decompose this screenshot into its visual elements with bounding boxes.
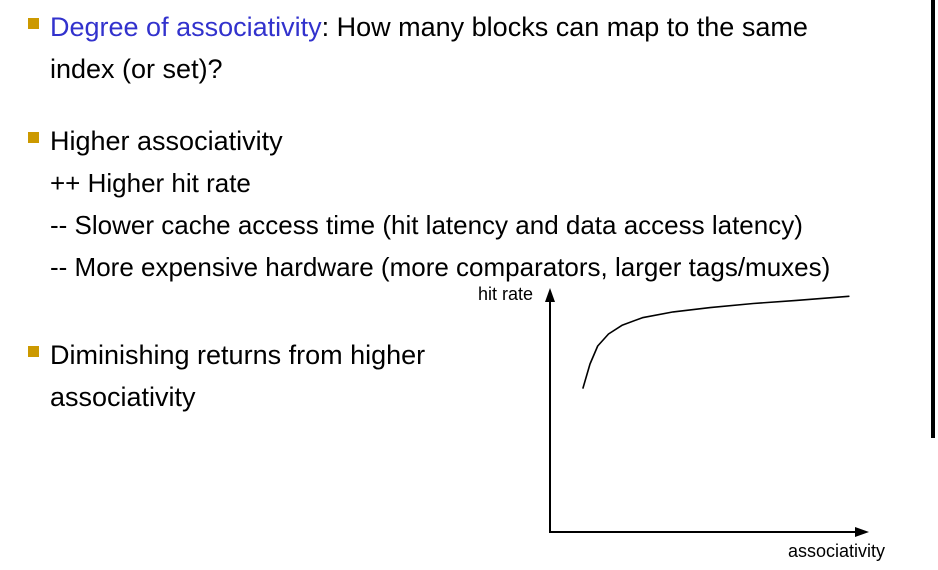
x-axis-arrow-icon bbox=[855, 527, 869, 537]
bullet-text: Degree of associativity: How many blocks… bbox=[50, 6, 830, 90]
subline-hardware-cost: -- More expensive hardware (more compara… bbox=[50, 252, 831, 282]
x-axis-label: associativity bbox=[788, 541, 886, 561]
hit-rate-curve bbox=[582, 295, 850, 389]
bullet-item-degree-of-associativity: Degree of associativity: How many blocks… bbox=[28, 6, 830, 90]
y-axis-arrow-icon bbox=[545, 288, 555, 302]
bullet-text: Diminishing returns from higher associat… bbox=[50, 340, 426, 412]
bullet-square-icon bbox=[28, 132, 39, 143]
y-axis-label: hit rate bbox=[478, 284, 534, 304]
hit-rate-chart bbox=[545, 288, 869, 537]
subline-hit-rate: ++ Higher hit rate bbox=[50, 168, 251, 198]
bullet-rest-text: : How many blocks can map to the same in… bbox=[50, 12, 808, 84]
bullet-square-icon bbox=[28, 18, 39, 29]
subline-access-time: -- Slower cache access time (hit latency… bbox=[50, 210, 803, 240]
highlighted-term: Degree of associativity bbox=[50, 12, 322, 42]
slide-border bbox=[931, 0, 935, 438]
bullet-text: Higher associativity bbox=[50, 126, 283, 156]
bullet-item-higher-associativity: Higher associativity ++ Higher hit rate … bbox=[28, 120, 830, 288]
bullet-square-icon bbox=[28, 346, 39, 357]
bullet-item-diminishing-returns: Diminishing returns from higher associat… bbox=[28, 334, 510, 418]
